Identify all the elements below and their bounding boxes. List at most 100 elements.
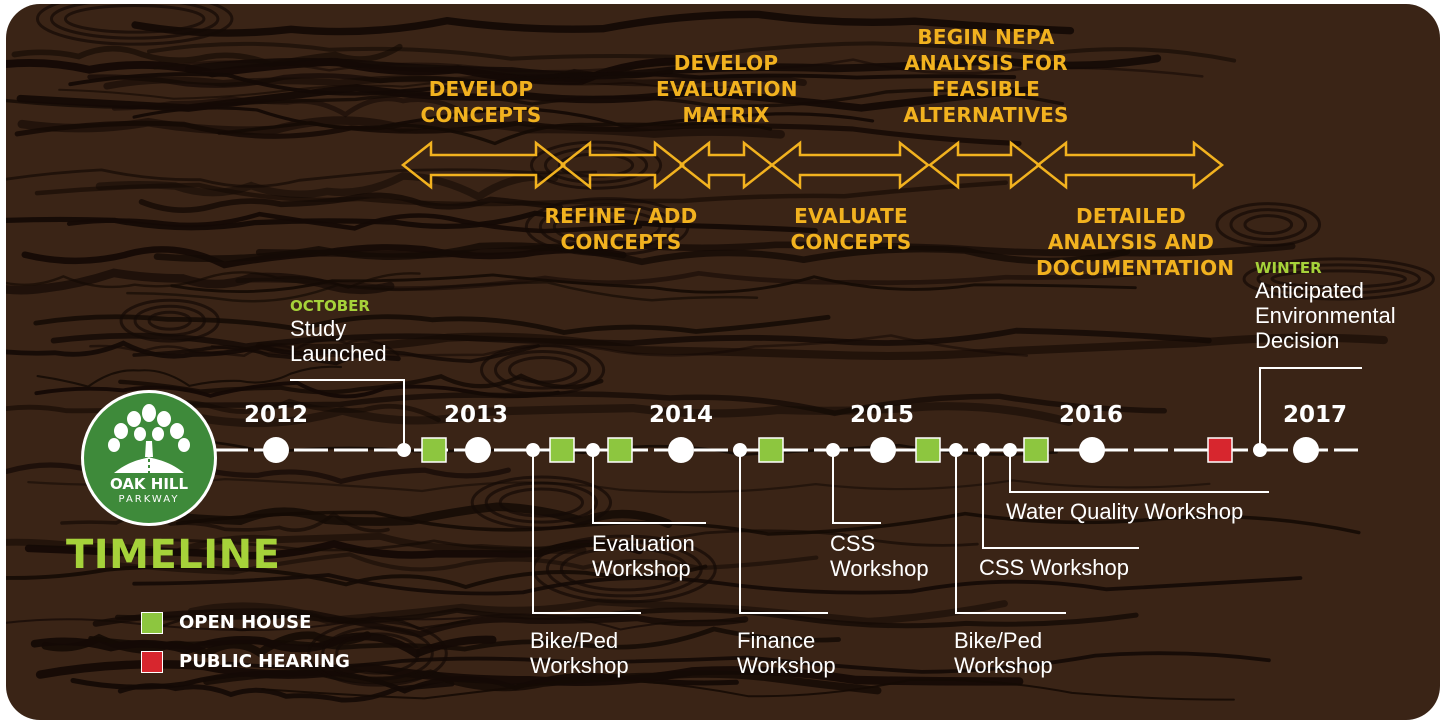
wood-knot — [119, 298, 220, 343]
wood-grain-line — [261, 677, 1235, 701]
leader-evaluation-workshop — [592, 450, 706, 524]
arrow-develop-evaluation-matrix — [678, 140, 775, 190]
year-marker-2014 — [668, 437, 694, 463]
wood-grain-line — [210, 334, 1029, 358]
wood-knot — [49, 4, 220, 40]
phase-develop-concepts: DEVELOP CONCEPTS — [420, 77, 542, 127]
wood-knot — [508, 355, 578, 384]
event-evaluation-workshop: Evaluation Workshop — [592, 531, 695, 581]
year-marker-2016 — [1079, 437, 1105, 463]
leader-finance-workshop — [739, 450, 828, 614]
wood-grain-line — [153, 58, 1204, 78]
event-dot — [1003, 443, 1017, 457]
wood-grain-line — [35, 660, 1024, 687]
wood-knot — [480, 343, 606, 396]
year-marker-2017 — [1293, 437, 1319, 463]
legend-swatch-open-house — [141, 612, 163, 634]
phase-refine-add-concepts: REFINE / ADD CONCEPTS — [544, 204, 698, 254]
wood-grain-line — [27, 477, 1211, 494]
arrow-refine-add-concepts — [559, 140, 686, 190]
wood-grain-line — [173, 391, 1167, 417]
wood-grain-line — [30, 632, 497, 658]
wood-grain-line — [14, 120, 1022, 147]
wood-grain-line — [118, 373, 604, 395]
wood-knot — [494, 349, 592, 390]
phase-detailed-analysis: DETAILED ANALYSIS AND DOCUMENTATION — [1036, 204, 1235, 280]
wood-grain-line — [58, 79, 748, 100]
legend-label-public-hearing: PUBLIC HEARING — [179, 651, 350, 672]
wood-grain-line — [147, 41, 1237, 63]
wood-grain-line — [103, 74, 807, 90]
wood-grain-line — [11, 43, 403, 68]
wood-knot — [470, 475, 613, 530]
wood-grain-line — [24, 539, 644, 560]
wood-knot — [1270, 269, 1407, 289]
event-css-workshop-2: CSS Workshop — [979, 555, 1129, 580]
open-house-marker — [758, 437, 784, 463]
wood-knot — [559, 546, 689, 592]
wood-knot — [1215, 202, 1322, 248]
wood-knot — [1229, 208, 1308, 242]
wood-grain-line — [138, 192, 564, 213]
wood-grain-line — [175, 510, 1361, 536]
leader-css-workshop-2 — [982, 450, 1139, 549]
event-study-label: Study Launched — [290, 316, 387, 366]
oak-hill-parkway-logo: OAK HILL PARKWAY — [81, 390, 217, 526]
leader-study-launched — [290, 379, 405, 450]
event-dot — [949, 443, 963, 457]
leader-environmental-decision — [1259, 367, 1362, 450]
event-water-quality-workshop: Water Quality Workshop — [1006, 499, 1244, 524]
tree-road-icon — [108, 404, 190, 473]
wood-grain-line — [126, 281, 759, 303]
legend-label-open-house: OPEN HOUSE — [179, 612, 312, 633]
event-dot — [733, 443, 747, 457]
wood-knot — [484, 481, 599, 524]
wood-knot — [524, 197, 690, 257]
phase-begin-nepa: BEGIN NEPA ANALYSIS FOR FEASIBLE ALTERNA… — [903, 25, 1069, 127]
phase-develop-evaluation-matrix: DEVELOP EVALUATION MATRIX — [656, 51, 798, 127]
wood-grain-line — [132, 573, 1303, 596]
leader-bike-ped-workshop-1 — [532, 450, 641, 614]
event-bike-ped-workshop-1: Bike/Ped Workshop — [530, 628, 629, 678]
wood-grain-line — [192, 402, 1073, 428]
event-css-workshop-1: CSS Workshop — [830, 531, 929, 581]
phase-evaluate-concepts: EVALUATE CONCEPTS — [790, 204, 912, 254]
wood-grain-line — [132, 344, 540, 366]
year-marker-2015 — [870, 437, 896, 463]
leader-bike-ped-workshop-2 — [955, 450, 1066, 614]
wood-grain-line — [6, 564, 708, 590]
wood-grain-line — [68, 71, 1017, 96]
wood-knot — [538, 203, 676, 251]
event-decision-season: WINTER — [1255, 259, 1322, 277]
wood-grain-line — [33, 314, 831, 335]
wood-grain-line — [92, 608, 749, 638]
wood-grain-line — [132, 106, 875, 130]
wood-grain-line — [34, 380, 561, 399]
wood-grain-line — [160, 529, 979, 552]
leader-css-workshop-1 — [832, 450, 881, 524]
open-house-marker — [607, 437, 633, 463]
wood-grain-line — [153, 242, 1131, 266]
wood-grain-line — [95, 172, 559, 202]
wood-grain-line — [131, 10, 1075, 37]
timeline-board: DEVELOP CONCEPTS DEVELOP EVALUATION MATR… — [6, 4, 1440, 720]
page-title: TIMELINE — [66, 532, 281, 578]
leader-water-quality-workshop — [1009, 450, 1269, 493]
arrow-detailed-analysis — [1035, 140, 1225, 190]
event-study-launched: OCTOBER Study Launched — [290, 296, 387, 366]
event-bike-ped-workshop-2: Bike/Ped Workshop — [954, 628, 1053, 678]
event-dot — [1253, 443, 1267, 457]
arrow-begin-nepa — [927, 140, 1042, 190]
arrow-develop-concepts — [400, 140, 567, 190]
wood-grain-line — [184, 54, 1162, 80]
wood-knot — [307, 620, 448, 687]
open-house-marker — [421, 437, 447, 463]
year-2017: 2017 — [1283, 402, 1348, 428]
wood-knot — [1242, 257, 1435, 301]
wood-grain-line — [6, 168, 598, 188]
event-decision-label: Anticipated Environmental Decision — [1255, 278, 1396, 353]
timeline-graphics — [214, 140, 1362, 614]
logo-line-2: PARKWAY — [118, 494, 180, 505]
wood-grain-line — [50, 327, 1212, 350]
open-house-marker — [549, 437, 575, 463]
